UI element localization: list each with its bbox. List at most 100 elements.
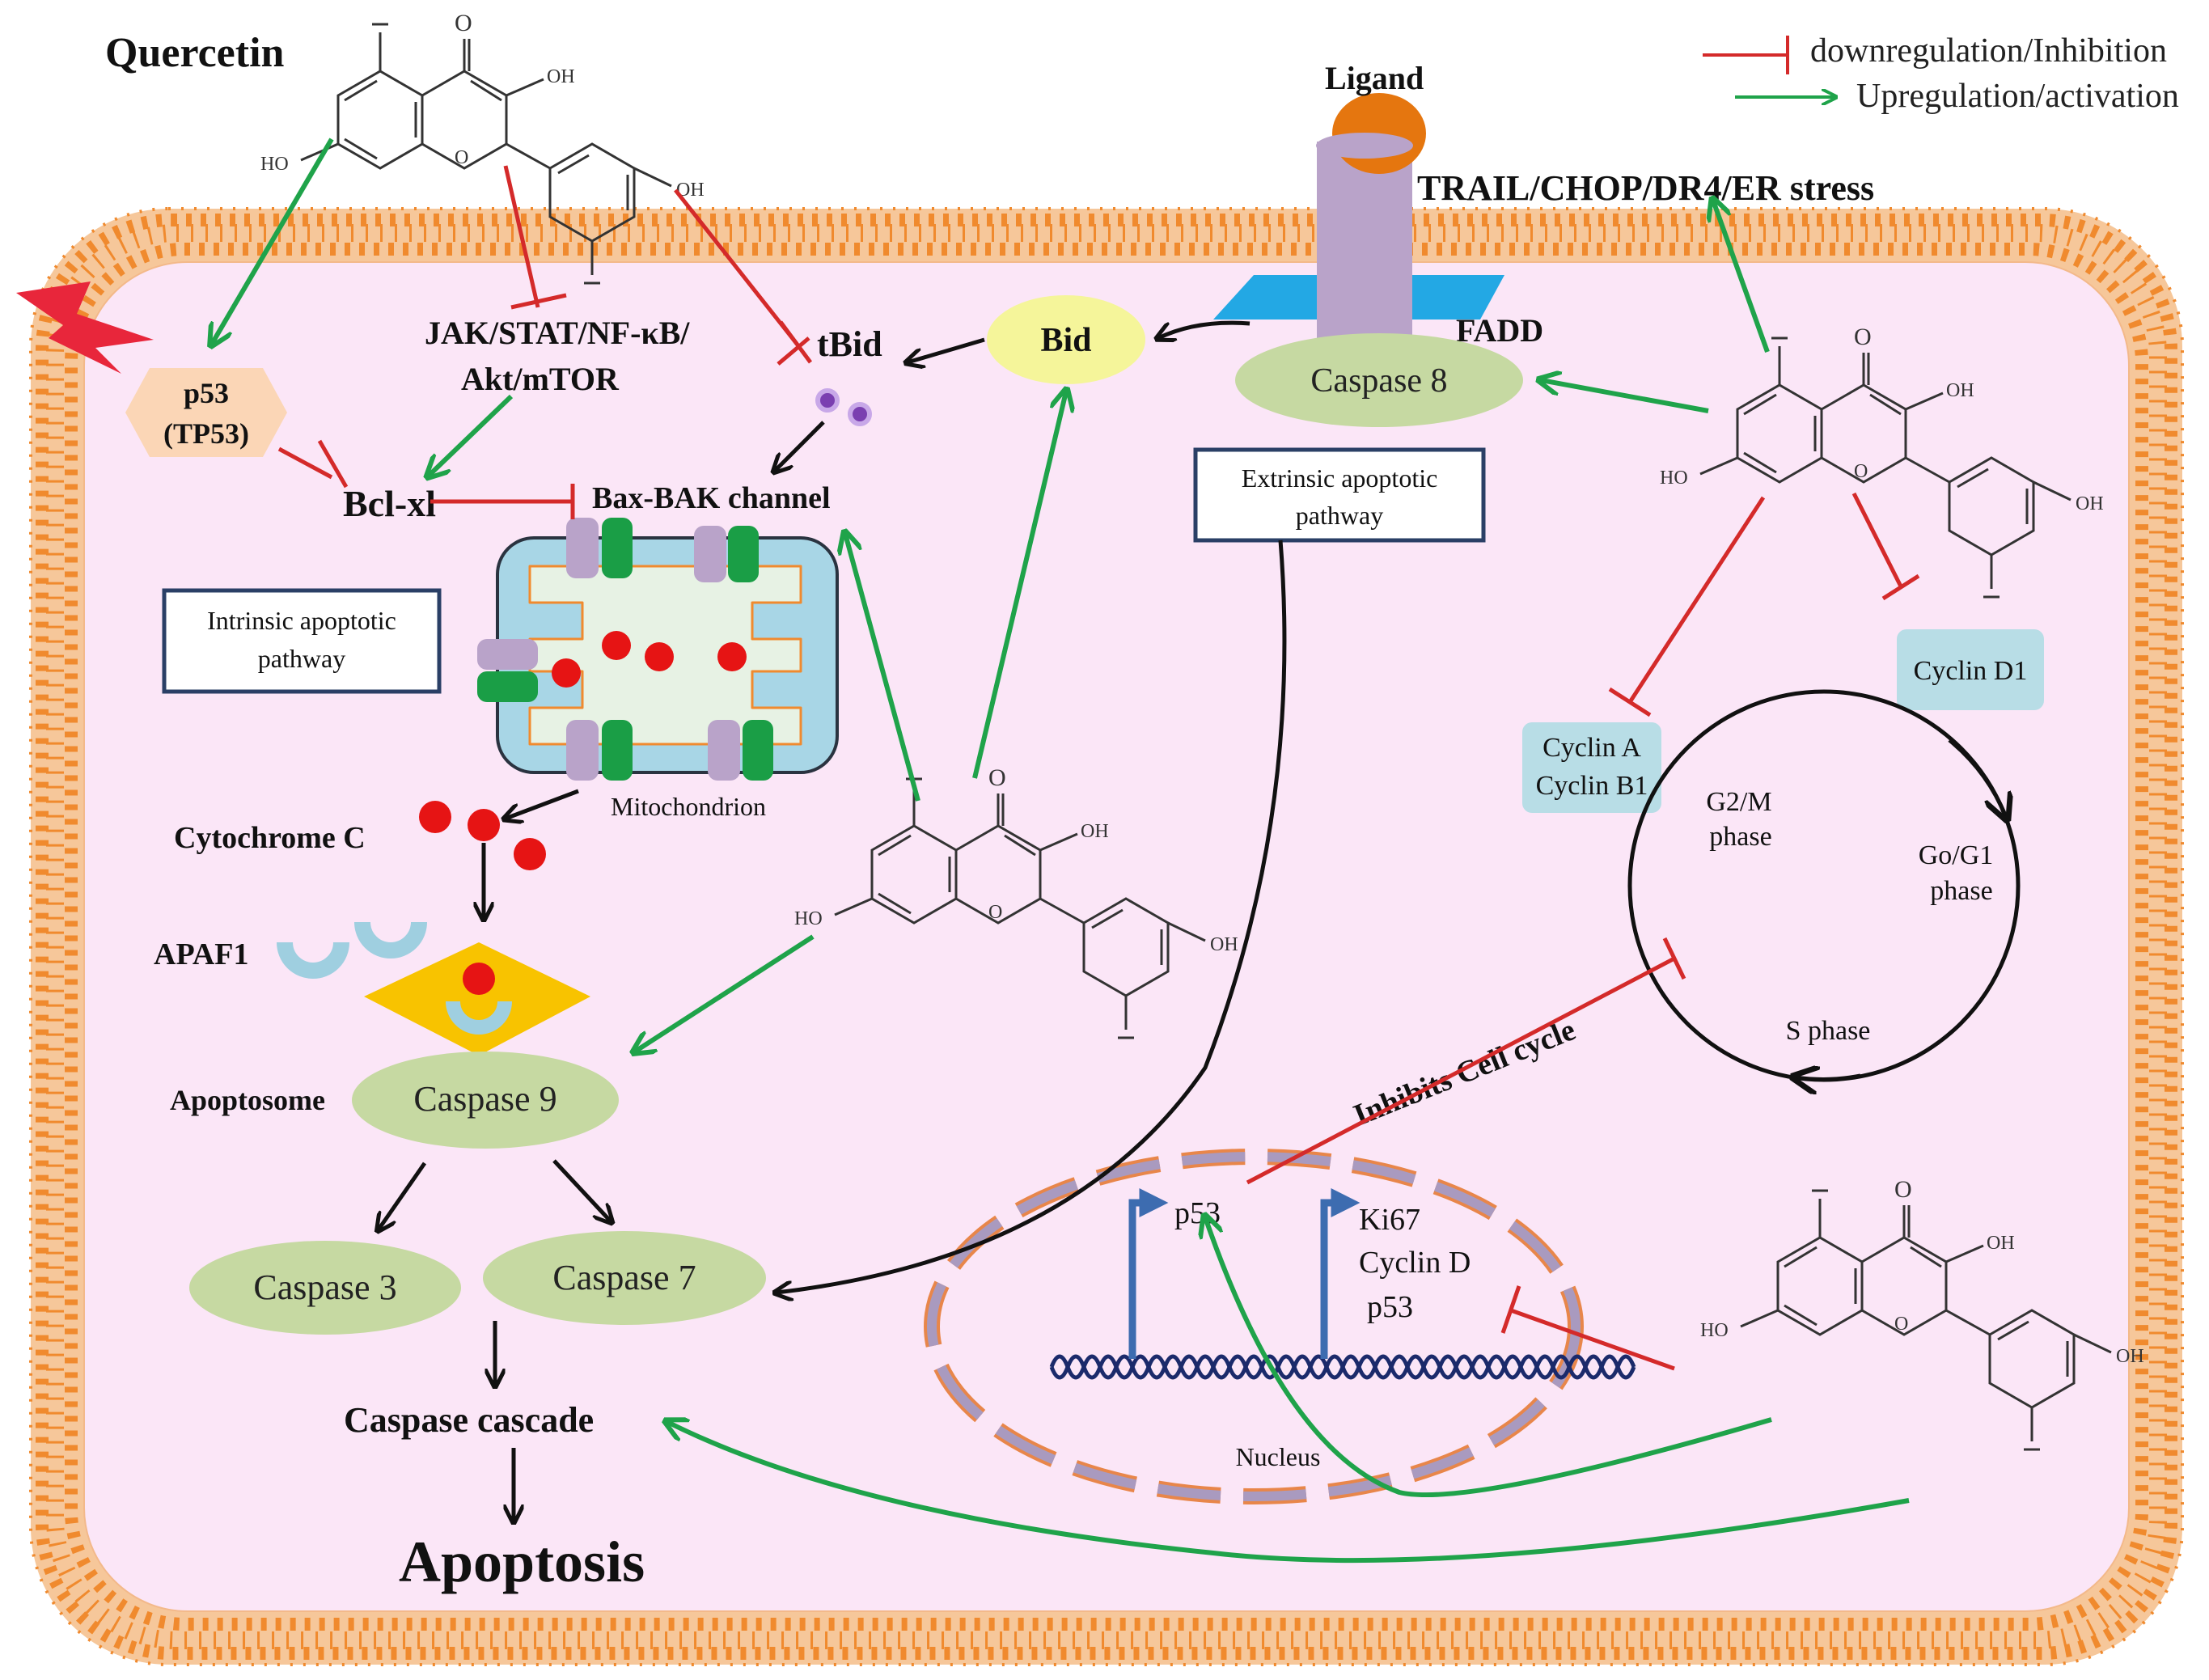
cytochrome-dot	[602, 631, 631, 660]
caspase-cascade-label: Caspase cascade	[344, 1400, 594, 1440]
p53-hexagon	[125, 368, 287, 457]
activation-arrows	[212, 138, 1910, 1564]
apaf1-icon	[277, 942, 349, 979]
quercetin-structure	[300, 23, 672, 285]
bid-label: Bid	[1040, 322, 1091, 359]
bax-bak-channel	[602, 518, 633, 578]
apoptosome-apaf1	[446, 1001, 512, 1035]
death-receptor	[1213, 93, 1504, 340]
caspase7-label: Caspase 7	[552, 1258, 696, 1297]
cyclin-d1-box	[1897, 629, 2044, 710]
caspase8-label: Caspase 8	[1310, 362, 1447, 400]
quercetin-title: Quercetin	[105, 30, 285, 76]
bid-node	[987, 295, 1145, 384]
p53-promoter-arrow	[1128, 1188, 1169, 1359]
svg-text:O: O	[455, 10, 472, 36]
inhibition-arrows	[277, 165, 1920, 1371]
receptor-stalk	[1317, 142, 1412, 340]
cyclin-ab-box	[1522, 722, 1661, 813]
baxbak-label: Bax-BAK channel	[592, 481, 831, 515]
nucleus-membrane-inner	[927, 1152, 1581, 1501]
extrinsic-label-line2: pathway	[1296, 501, 1383, 530]
p53-label: p53	[184, 377, 229, 409]
bax-bak-channel	[602, 720, 633, 781]
legend: downregulation/Inhibition Upregulation/a…	[1703, 32, 2179, 115]
bax-bak-channel	[477, 671, 538, 702]
cytochrome-c-dot	[514, 838, 546, 870]
cytochrome-c-dot	[419, 801, 451, 833]
receptor-top	[1316, 133, 1413, 159]
tbid-fragment	[815, 388, 840, 413]
s-phase-label: S phase	[1786, 1016, 1871, 1046]
bax-bak-channel	[566, 518, 599, 578]
svg-text:HO: HO	[260, 154, 289, 175]
apaf1-icon	[354, 921, 427, 958]
pathway-arrows	[379, 320, 1287, 1521]
caspase9-label: Caspase 9	[413, 1079, 556, 1119]
fadd-label: FADD	[1456, 312, 1543, 349]
cyclin-b1-label: Cyclin B1	[1536, 771, 1648, 801]
inhibition-jak-bar	[777, 336, 810, 366]
bax-bak-channel	[708, 720, 740, 781]
g0g1-label-line1: Go/G1	[1919, 840, 1994, 870]
bax-bak-channel	[694, 526, 726, 582]
jak-label-line2: Akt/mTOR	[461, 361, 620, 397]
g0g1-label-line2: phase	[1930, 876, 1992, 906]
legend-activation-label: Upregulation/activation	[1856, 78, 2179, 115]
caspase9-node	[352, 1052, 619, 1149]
cytochrome-label: Cytochrome C	[174, 821, 366, 855]
tp53-label: (TP53)	[163, 417, 249, 450]
bax-bak-channel	[728, 526, 759, 582]
extrinsic-label-line1: Extrinsic apoptotic	[1242, 463, 1438, 493]
apoptosome-label: Apoptosome	[170, 1084, 325, 1116]
svg-text:O: O	[455, 147, 468, 168]
cytochrome-c-dot	[468, 809, 500, 841]
ligand-label: Ligand	[1325, 60, 1424, 96]
apoptosis-label: Apoptosis	[399, 1530, 645, 1594]
cell-membrane	[29, 207, 2184, 1666]
ki67-label: Ki67	[1359, 1203, 1420, 1237]
extrinsic-pathway-box	[1193, 447, 1486, 543]
dna-helix	[1049, 1354, 1636, 1380]
caspase7-node	[483, 1231, 766, 1325]
cyclin-d-label: Cyclin D	[1359, 1246, 1471, 1280]
trail-label: TRAIL/CHOP/DR4/ER stress	[1417, 168, 1874, 208]
bax-bak-channel	[743, 720, 773, 781]
tbid-fragment	[848, 402, 872, 426]
svg-text:OH: OH	[547, 66, 575, 87]
g2m-label-line2: phase	[1709, 822, 1771, 852]
legend-inhibition-label: downregulation/Inhibition	[1810, 32, 2167, 70]
cytochrome-dot	[645, 642, 674, 671]
bax-bak-channel	[566, 720, 599, 781]
tbid-label: tBid	[817, 324, 882, 364]
intrinsic-label-line1: Intrinsic apoptotic	[207, 606, 396, 635]
caspase3-label: Caspase 3	[253, 1267, 396, 1307]
nucleus-label: Nucleus	[1236, 1442, 1321, 1471]
mitochondrion-label: Mitochondrion	[611, 792, 766, 821]
lightning-icon	[16, 281, 154, 374]
jak-label-line1: JAK/STAT/NF-κB/	[425, 315, 690, 351]
membrane-inner-heads	[65, 243, 2148, 1631]
apoptosome-cytochrome	[463, 963, 495, 995]
quercetin-molecule-top: O OH HO OH O	[260, 10, 705, 285]
ki67-promoter-arrow	[1320, 1188, 1361, 1359]
bax-bak-channel	[477, 639, 538, 670]
cell-cycle-arrow	[1796, 1076, 1861, 1079]
cell-cycle-arrow	[1948, 738, 2006, 817]
apoptosome-icon	[364, 942, 590, 1056]
cytochrome-dot	[552, 658, 581, 688]
caspase3-node	[189, 1241, 461, 1335]
apaf1-label: APAF1	[154, 937, 249, 971]
cyclin-d1-label: Cyclin D1	[1914, 656, 2028, 686]
nucleus-p53b-label: p53	[1367, 1290, 1413, 1324]
cyclin-a-label: Cyclin A	[1542, 733, 1641, 763]
caspase8-node	[1235, 333, 1523, 427]
nucleus-p53-label: p53	[1174, 1196, 1221, 1230]
membrane-outer-heads	[36, 214, 2177, 1660]
intrinsic-label-line2: pathway	[258, 644, 345, 673]
cytochrome-dot	[717, 642, 747, 671]
intrinsic-pathway-box	[162, 588, 442, 694]
g2m-label-line1: G2/M	[1706, 787, 1771, 817]
bclxl-label: Bcl-xl	[343, 483, 436, 524]
